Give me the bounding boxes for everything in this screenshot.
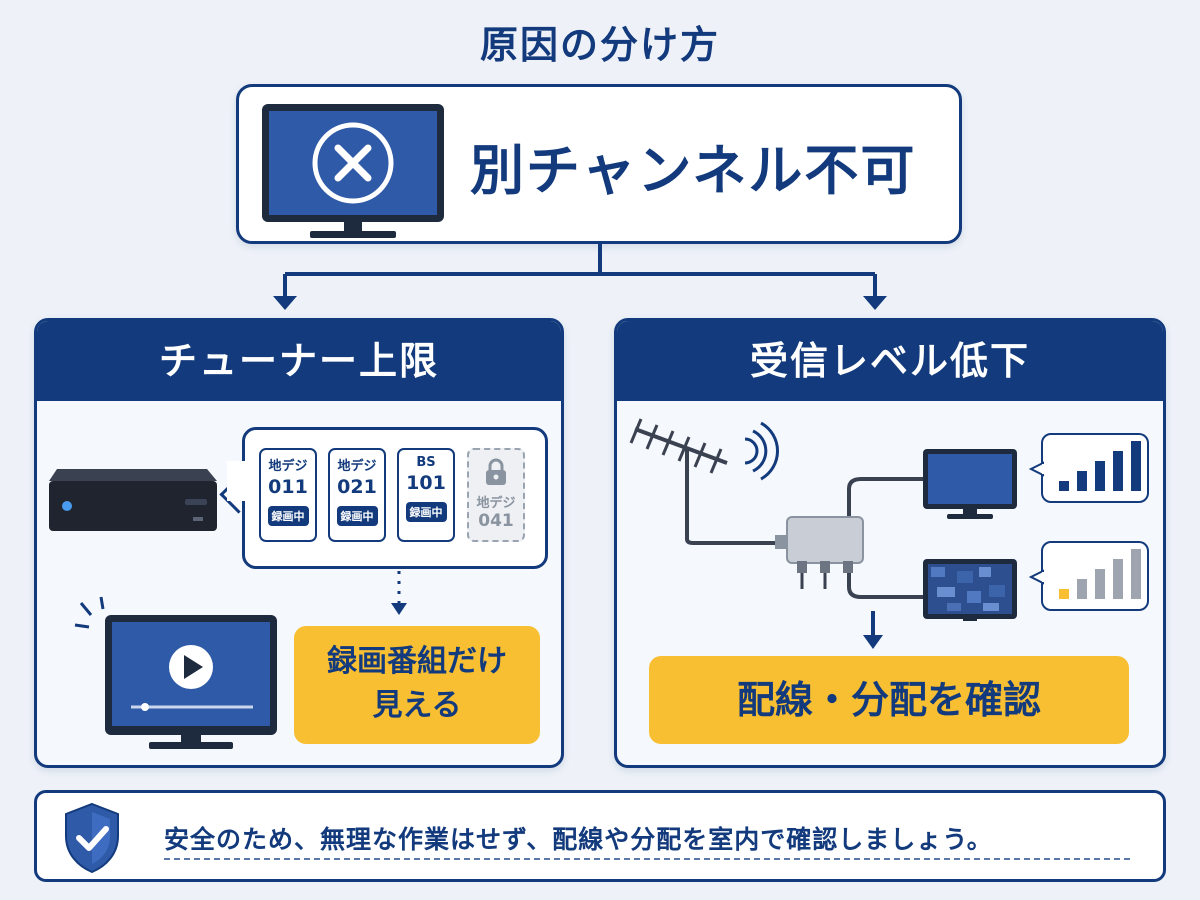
safety-notice-text: 安全のため、無理な作業はせず、配線や分配を室内で確認しましょう。 (164, 825, 993, 854)
shield-check-icon (65, 802, 119, 874)
recording-badge: 録画中 (267, 506, 309, 526)
antenna-icon (629, 418, 728, 521)
recorded-only-line1: 録画番組だけ (327, 644, 507, 679)
signal-strong-icon (1029, 441, 1141, 491)
page-title: 原因の分け方 (479, 23, 720, 67)
down-arrow-icon (391, 571, 407, 615)
recording-badge: 録画中 (336, 506, 378, 526)
tv-noise-icon (923, 559, 1017, 621)
tuner-slot: 地デジ 011 録画中 (259, 448, 317, 542)
branch-connector (273, 244, 887, 310)
down-arrow-icon (863, 611, 883, 649)
signal-drop-panel: 受信レベル低下 (614, 318, 1166, 768)
safety-notice (34, 790, 1166, 882)
splitter-icon (775, 516, 864, 589)
recorded-only-box: 録画番組だけ 見える (294, 626, 540, 744)
lock-icon (486, 458, 506, 485)
signal-weak-icon (1029, 549, 1141, 599)
tv-x-icon (262, 104, 444, 238)
problem-label: 別チャンネル不可 (470, 139, 917, 202)
tuner-limit-panel: チューナー上限 地デジ 011 録画中 地デジ 021 録画中 BS 101 録… (34, 318, 564, 768)
tuner-slot: 地デジ 021 録画中 (328, 448, 386, 542)
notice-underline (164, 858, 1130, 860)
tv-play-icon (74, 596, 277, 749)
tv-good-icon (923, 449, 1017, 519)
tuner-slot-locked: 地デジ 041 (467, 448, 525, 542)
tuner-slot: BS 101 録画中 (397, 448, 455, 542)
wave-icon (744, 421, 779, 481)
recorder-icon (49, 469, 217, 531)
tuner-limit-heading: チューナー上限 (37, 321, 561, 401)
recording-badge: 録画中 (405, 502, 447, 522)
signal-drop-heading: 受信レベル低下 (617, 321, 1163, 401)
check-wiring-box: 配線・分配を確認 (649, 656, 1129, 744)
antenna-splitter-diagram (629, 418, 1017, 621)
recorded-only-line2: 見える (372, 688, 462, 723)
